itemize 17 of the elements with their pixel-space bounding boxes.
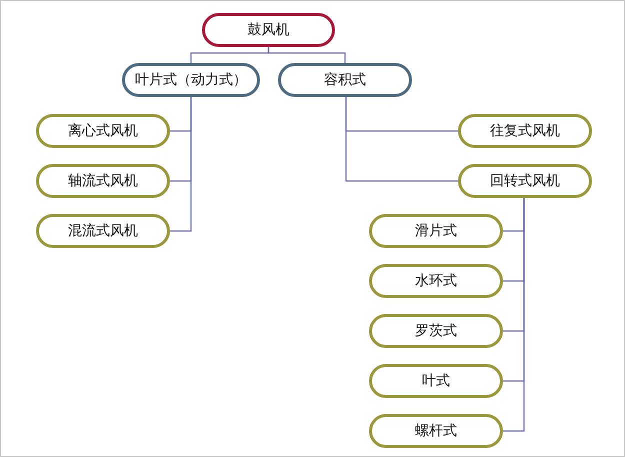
category-box: 容积式 — [278, 63, 412, 97]
type-box: 叶式 — [369, 364, 503, 398]
connector-line — [345, 97, 458, 182]
type-box: 水环式 — [369, 264, 503, 298]
connector-line — [503, 198, 525, 432]
type-box: 往复式风机 — [458, 114, 592, 148]
connector-line — [268, 47, 346, 63]
type-box: 回转式风机 — [458, 164, 592, 198]
type-box: 混流式风机 — [36, 214, 170, 248]
category-box: 叶片式（动力式） — [122, 63, 260, 97]
connector-line — [170, 97, 192, 232]
type-box: 轴流式风机 — [36, 164, 170, 198]
type-box: 滑片式 — [369, 214, 503, 248]
type-box: 螺杆式 — [369, 414, 503, 448]
type-box: 罗茨式 — [369, 314, 503, 348]
root-box: 鼓风机 — [202, 13, 335, 47]
type-box: 离心式风机 — [36, 114, 170, 148]
